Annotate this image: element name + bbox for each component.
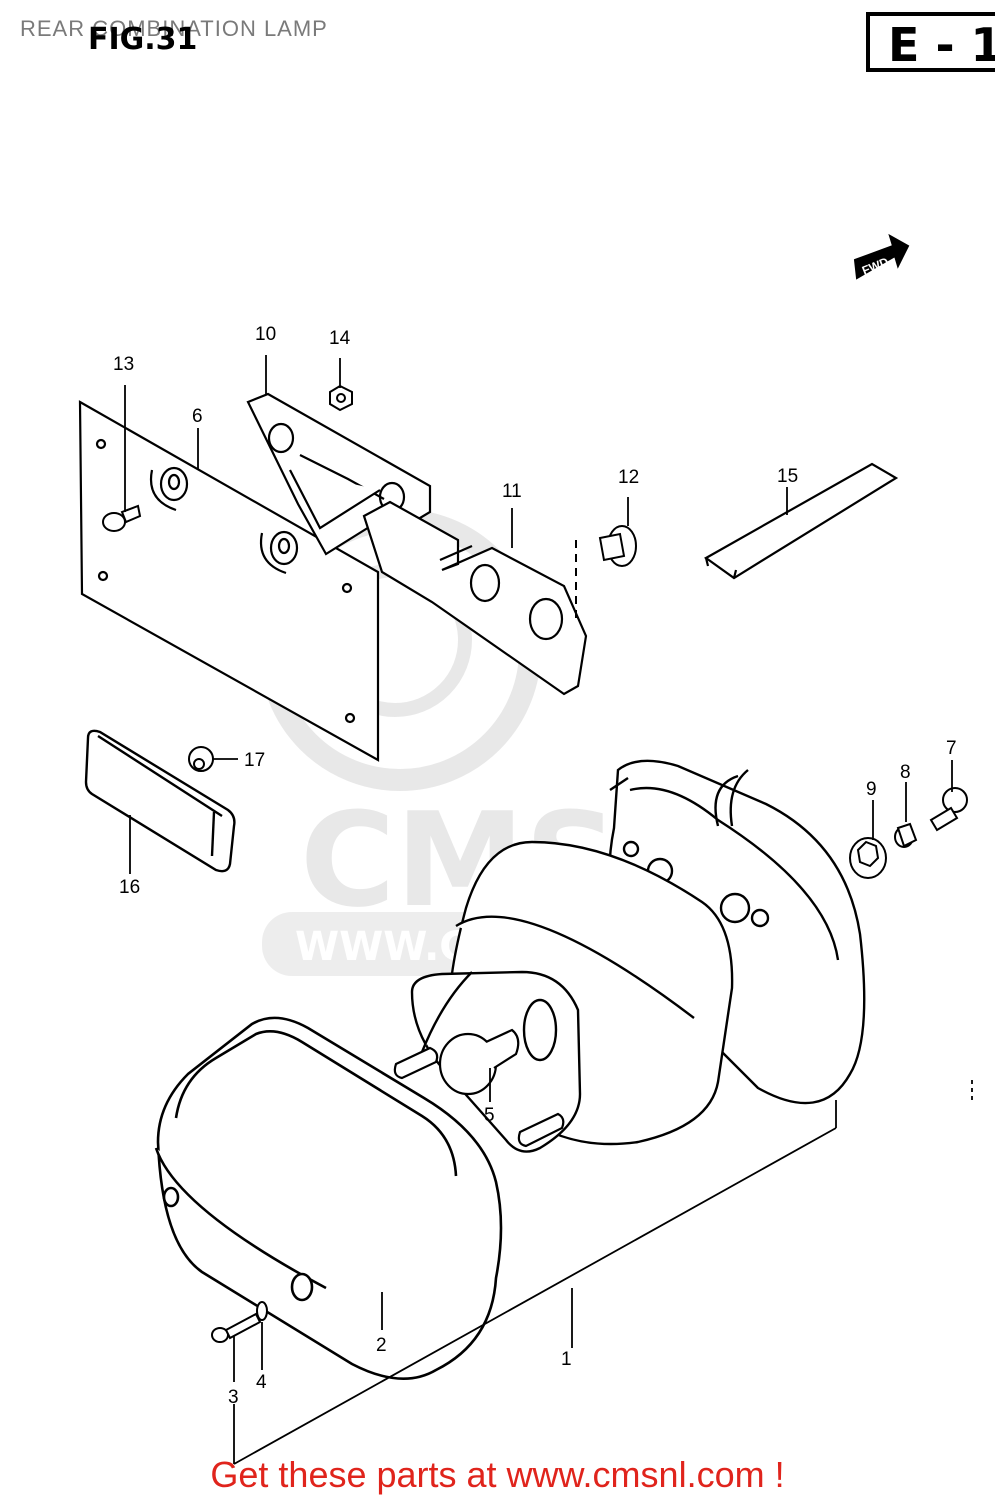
callout-1: 1 bbox=[561, 1349, 572, 1370]
section-code-box: E - 1 bbox=[866, 12, 995, 72]
part-4-washer bbox=[256, 1301, 268, 1321]
page-title: REAR COMBINATION LAMP bbox=[20, 16, 328, 41]
part-12-bolt bbox=[598, 525, 637, 567]
callout-13: 13 bbox=[113, 354, 135, 375]
callout-15: 15 bbox=[777, 466, 799, 487]
part-17-clip bbox=[188, 746, 214, 772]
callout-16: 16 bbox=[119, 877, 141, 898]
part-5-bulb bbox=[393, 1028, 565, 1148]
callout-9: 9 bbox=[866, 779, 877, 800]
callout-17: 17 bbox=[244, 750, 266, 771]
part-9-grommet bbox=[849, 837, 887, 879]
figure-label: FIG.31 bbox=[88, 22, 198, 57]
part-11-reflector-bracket bbox=[362, 500, 588, 696]
callout-12: 12 bbox=[618, 467, 640, 488]
part-6-license-bracket bbox=[78, 400, 380, 762]
callout-2: 2 bbox=[376, 1335, 387, 1356]
part-16-reflector bbox=[84, 729, 236, 873]
get-parts-link[interactable]: Get these parts at www.cmsnl.com ! bbox=[210, 1454, 785, 1495]
callout-4: 4 bbox=[256, 1372, 267, 1393]
callout-3: 3 bbox=[228, 1387, 239, 1408]
part-8-spacer bbox=[894, 822, 918, 848]
part-13-screw bbox=[102, 504, 142, 532]
callout-6: 6 bbox=[192, 406, 203, 427]
part-14-nut bbox=[329, 384, 353, 412]
part-15-strip bbox=[703, 462, 899, 580]
part-3-screw bbox=[211, 1312, 262, 1343]
callout-11: 11 bbox=[502, 481, 522, 502]
callout-8: 8 bbox=[900, 762, 911, 783]
section-code: E - 1 bbox=[888, 18, 995, 72]
callout-10: 10 bbox=[255, 324, 277, 345]
callout-7: 7 bbox=[946, 738, 957, 759]
part-2-lens bbox=[154, 1016, 503, 1380]
callout-5: 5 bbox=[484, 1105, 495, 1126]
part-1-lamp-housing bbox=[410, 759, 866, 1153]
fwd-direction-badge: FWD bbox=[853, 233, 910, 280]
part-7-bolt bbox=[929, 787, 968, 832]
callout-14: 14 bbox=[329, 328, 351, 349]
leader-lines bbox=[124, 355, 973, 1465]
